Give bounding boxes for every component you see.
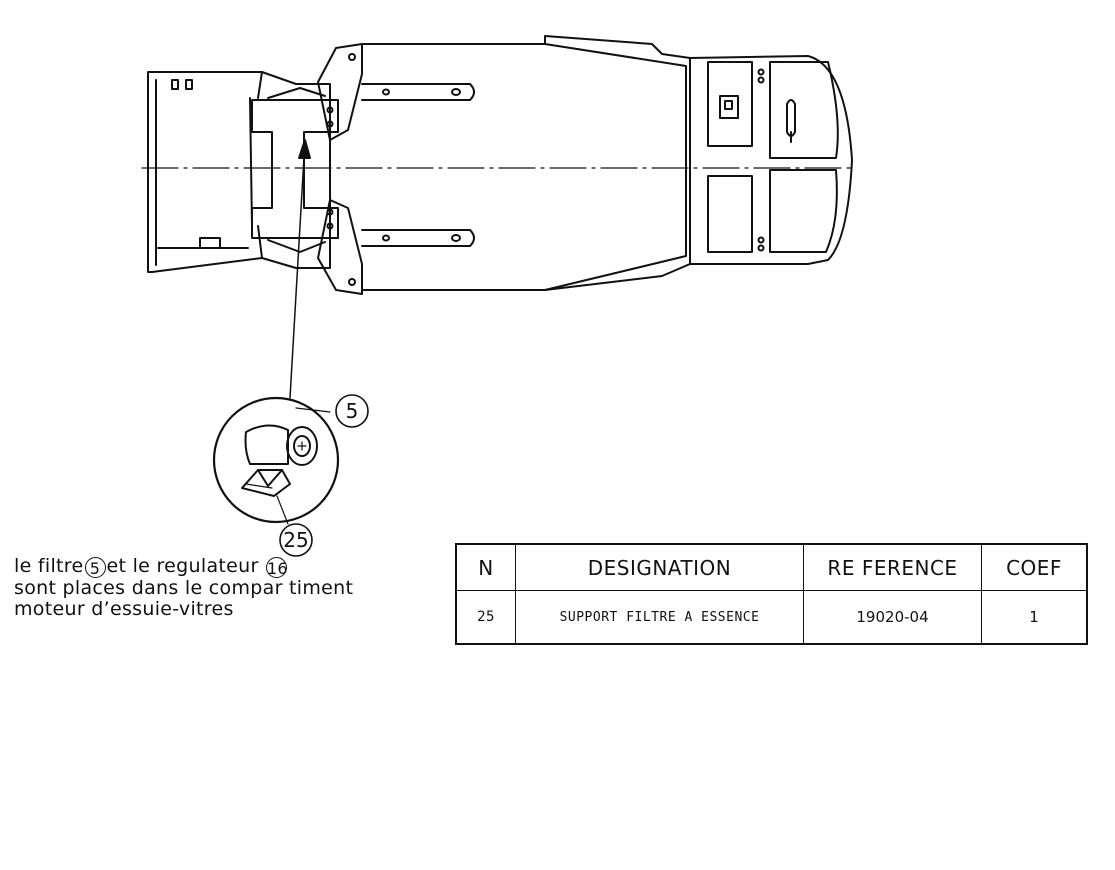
callout-support: 25 — [283, 528, 308, 552]
cell-designation: SUPPORT FILTRE A ESSENCE — [515, 590, 804, 645]
note-line-3: moteur d’essuie-vitres — [14, 598, 234, 620]
note-line-2: sont places dans le compar timent — [14, 577, 354, 599]
cell-n: 25 — [455, 590, 516, 645]
platform — [361, 35, 853, 291]
detail-view — [212, 396, 340, 525]
cross-member — [251, 87, 339, 253]
leader-arrow — [289, 139, 311, 399]
header-reference: RE FERENCE — [803, 543, 982, 591]
note-line-1-start: le filtre — [14, 555, 84, 577]
header-n: N — [455, 543, 516, 591]
header-designation: DESIGNATION — [515, 543, 804, 591]
table-header-row: N DESIGNATION RE FERENCE COEF — [455, 543, 1088, 591]
note-regulator-ref: 16 — [265, 557, 288, 578]
parts-table: N DESIGNATION RE FERENCE COEF 25 SUPPORT… — [455, 543, 1088, 645]
side-rails — [317, 43, 475, 295]
cell-reference: 19020-04 — [803, 590, 982, 645]
note-filter-ref: 5 — [84, 557, 106, 578]
front-compartment — [707, 61, 839, 253]
callout-filter: 5 — [346, 399, 359, 423]
header-coef: COEF — [981, 543, 1088, 591]
table-row: 25 SUPPORT FILTRE A ESSENCE 19020-04 1 — [455, 590, 1088, 645]
cell-coef: 1 — [981, 590, 1088, 645]
rear-frame — [147, 71, 331, 273]
note-line-1-middle: et le regulateur — [106, 555, 259, 577]
callout-bubble-5 — [335, 394, 369, 428]
callout-bubble-25 — [279, 523, 313, 557]
